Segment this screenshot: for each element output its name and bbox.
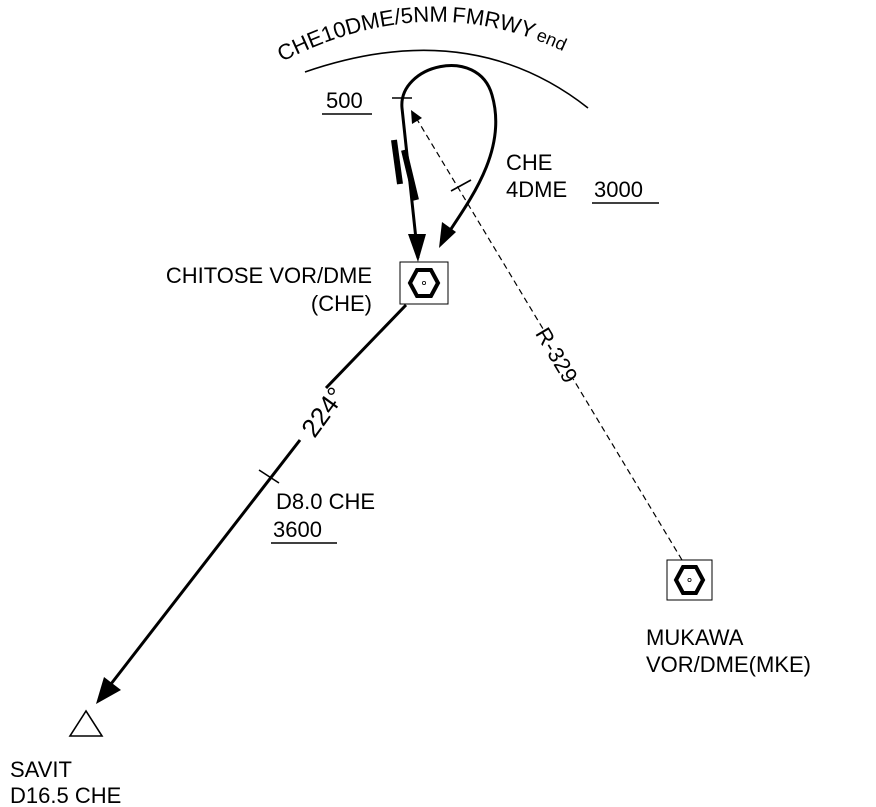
savit-dme: D16.5 CHE xyxy=(10,783,121,807)
chitose-hexagon-icon xyxy=(407,268,441,298)
savit-name: SAVIT xyxy=(10,757,72,782)
mukawa-vordme-symbol xyxy=(666,559,713,601)
che4dme-line2: 4DME xyxy=(506,177,567,202)
mukawa-name: MUKAWA xyxy=(646,625,744,650)
descent-bar-2 xyxy=(401,149,419,201)
mukawa-ident: VOR/DME(MKE) xyxy=(646,652,811,677)
arc-label-5nm: 5NM xyxy=(399,2,448,29)
course-label: 224° xyxy=(295,381,351,442)
radial-line xyxy=(414,115,683,561)
arc-label-rwy: RWY xyxy=(482,6,539,43)
radial-label-mask xyxy=(507,309,607,401)
d8-tick xyxy=(258,469,280,484)
arc-label-che10dme: CHE10DME xyxy=(273,5,396,67)
arc-label-end: end xyxy=(534,25,570,55)
mukawa-hexagon-icon xyxy=(673,565,706,595)
arc-label-fm: FM xyxy=(451,2,486,30)
course-line-lower xyxy=(102,439,302,694)
che4dme-altitude: 3000 xyxy=(594,177,643,202)
arc-label-slash: / xyxy=(393,4,403,30)
che4dme-line1: CHE xyxy=(506,150,552,175)
d8-label: D8.0 CHE xyxy=(276,489,375,514)
course-arrowhead xyxy=(96,677,121,704)
arrowhead-inbound-left xyxy=(408,234,426,262)
holding-track-outer xyxy=(400,64,498,259)
descent-bar-1 xyxy=(391,139,403,185)
savit-triangle-icon xyxy=(68,709,104,737)
dme-arc xyxy=(304,49,589,109)
d8-altitude: 3600 xyxy=(273,517,322,542)
arrowhead-inbound-right xyxy=(439,222,456,248)
chitose-ident: (CHE) xyxy=(311,291,372,316)
holding-altitude: 500 xyxy=(326,88,363,113)
course-line-upper xyxy=(324,303,408,390)
chitose-name: CHITOSE VOR/DME xyxy=(166,263,372,288)
radial-arrowhead xyxy=(411,110,422,124)
che4dme-tick xyxy=(450,179,472,192)
chitose-vordme-symbol xyxy=(399,261,449,305)
